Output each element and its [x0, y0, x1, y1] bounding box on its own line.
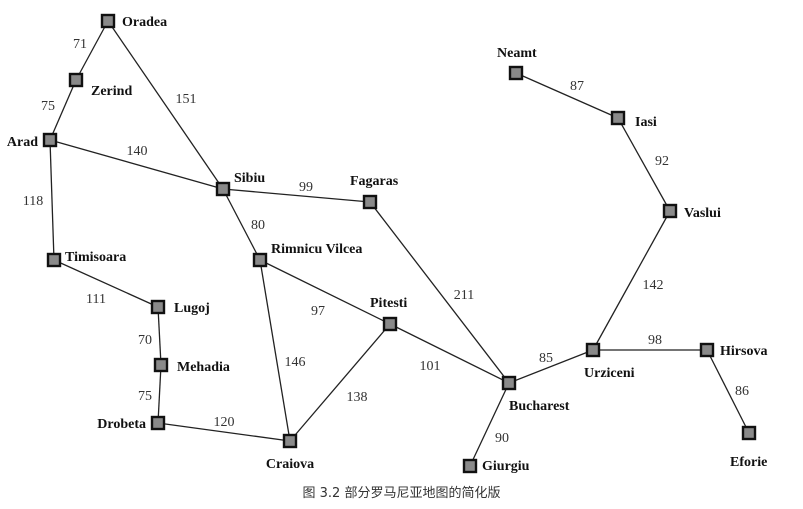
city-node-urziceni: [585, 342, 601, 358]
city-label-arad: Arad: [7, 135, 38, 150]
city-node-lugoj: [150, 299, 166, 315]
city-node-pitesti: [382, 316, 398, 332]
city-node-eforie: [741, 425, 757, 441]
city-label-pitesti: Pitesti: [370, 296, 407, 311]
city-label-oradea: Oradea: [122, 15, 167, 30]
city-label-urziceni: Urziceni: [584, 366, 635, 381]
road-oradea-zerind: [75, 20, 109, 81]
distance-label-mehadia-drobeta: 75: [138, 389, 152, 404]
roads-layer: [49, 20, 750, 467]
city-label-iasi: Iasi: [635, 115, 657, 130]
city-node-bucharest: [501, 375, 517, 391]
city-label-eforie: Eforie: [730, 455, 767, 470]
city-label-fagaras: Fagaras: [350, 174, 399, 189]
city-node-giurgiu: [462, 458, 478, 474]
road-hirsova-eforie: [706, 349, 750, 434]
city-node-drobeta: [150, 415, 166, 431]
distance-label-craiova-pitesti: 138: [347, 390, 368, 405]
city-node-iasi: [610, 110, 626, 126]
road-arad-timisoara: [49, 139, 55, 261]
road-vaslui-iasi: [617, 117, 671, 212]
city-node-oradea: [100, 13, 116, 29]
city-label-hirsova: Hirsova: [720, 344, 767, 359]
city-label-craiova: Craiova: [266, 457, 314, 472]
road-bucharest-giurgiu: [469, 382, 510, 467]
road-zerind-arad: [49, 79, 77, 141]
distance-label-zerind-arad: 75: [41, 99, 55, 114]
city-node-vaslui: [662, 203, 678, 219]
city-node-arad: [42, 132, 58, 148]
road-bucharest-urziceni: [508, 349, 594, 384]
distance-label-urziceni-hirsova: 98: [648, 333, 662, 348]
distance-label-sibiu-rimnicu: 80: [251, 218, 265, 233]
city-node-sibiu: [215, 181, 231, 197]
city-label-sibiu: Sibiu: [234, 171, 265, 186]
city-label-bucharest: Bucharest: [509, 399, 570, 414]
distance-label-hirsova-eforie: 86: [735, 384, 749, 399]
road-iasi-neamt: [515, 72, 619, 119]
city-node-neamt: [508, 65, 524, 81]
figure-caption: 图 3.2 部分罗马尼亚地图的简化版: [302, 486, 501, 501]
distance-label-urziceni-vaslui: 142: [643, 278, 664, 293]
distance-label-lugoj-mehadia: 70: [138, 333, 152, 348]
city-label-zerind: Zerind: [91, 84, 132, 99]
road-rimnicu-craiova: [259, 259, 291, 442]
city-node-craiova: [282, 433, 298, 449]
distance-label-oradea-sibiu: 151: [176, 92, 197, 107]
distance-label-fagaras-bucharest: 211: [454, 288, 474, 303]
distance-label-iasi-neamt: 87: [570, 79, 584, 94]
road-urziceni-vaslui: [592, 210, 671, 351]
city-node-mehadia: [153, 357, 169, 373]
road-sibiu-fagaras: [222, 188, 371, 203]
city-node-rimnicu: [252, 252, 268, 268]
distance-label-bucharest-urziceni: 85: [539, 351, 553, 366]
city-label-timisoara: Timisoara: [65, 250, 126, 265]
distance-label-arad-sibiu: 140: [127, 144, 148, 159]
road-mehadia-drobeta: [157, 364, 162, 424]
distance-label-timisoara-lugoj: 111: [86, 292, 106, 307]
distance-label-arad-timisoara: 118: [23, 194, 43, 209]
road-timisoara-lugoj: [53, 259, 159, 308]
distance-label-drobeta-craiova: 120: [214, 415, 235, 430]
road-arad-sibiu: [49, 139, 224, 190]
road-fagaras-bucharest: [369, 201, 510, 384]
road-pitesti-bucharest: [389, 323, 510, 384]
distance-label-vaslui-iasi: 92: [655, 154, 669, 169]
distance-label-rimnicu-craiova: 146: [285, 355, 306, 370]
city-label-rimnicu: Rimnicu Vilcea: [271, 242, 362, 257]
road-drobeta-craiova: [157, 422, 291, 442]
distance-label-rimnicu-pitesti: 97: [311, 304, 325, 319]
city-label-giurgiu: Giurgiu: [482, 459, 530, 474]
city-node-zerind: [68, 72, 84, 88]
distance-label-pitesti-bucharest: 101: [420, 359, 441, 374]
city-node-hirsova: [699, 342, 715, 358]
road-lugoj-mehadia: [157, 306, 162, 366]
city-label-mehadia: Mehadia: [177, 360, 230, 375]
road-rimnicu-pitesti: [259, 259, 391, 325]
road-distance-labels: 71 75 151 140 118 99 80 111 70 75 120 97 146 138 211 10…: [23, 37, 749, 446]
city-node-fagaras: [362, 194, 378, 210]
road-oradea-sibiu: [107, 20, 224, 190]
city-label-drobeta: Drobeta: [97, 417, 146, 432]
city-label-vaslui: Vaslui: [684, 206, 721, 221]
road-sibiu-rimnicu: [222, 188, 261, 261]
road-craiova-pitesti: [289, 323, 391, 442]
cities-layer: [42, 13, 757, 474]
distance-label-bucharest-giurgiu: 90: [495, 431, 509, 446]
city-label-lugoj: Lugoj: [174, 301, 210, 316]
city-node-timisoara: [46, 252, 62, 268]
distance-label-oradea-zerind: 71: [73, 37, 87, 52]
city-label-neamt: Neamt: [497, 46, 537, 61]
distance-label-sibiu-fagaras: 99: [299, 180, 313, 195]
